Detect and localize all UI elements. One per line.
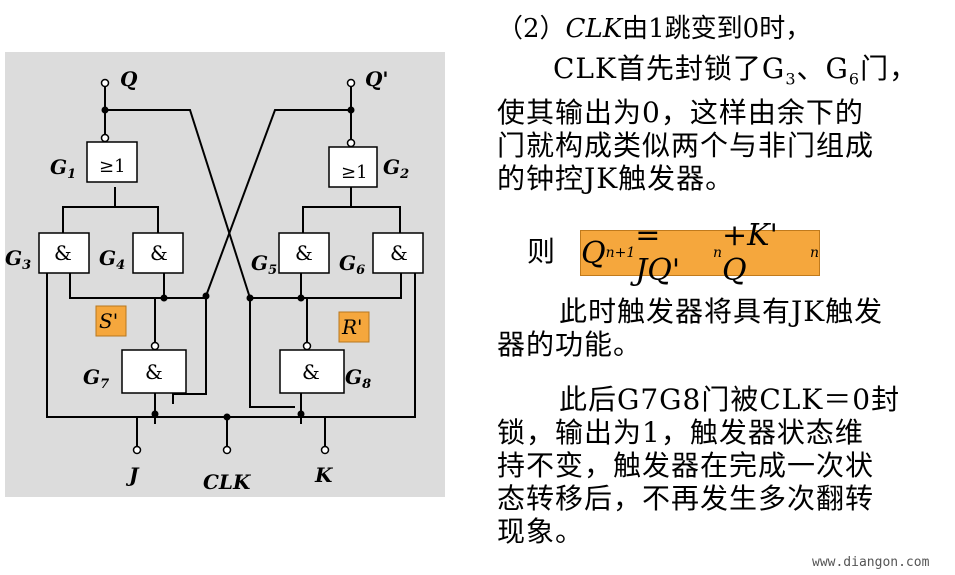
paragraph-2: 此时触发器将具有JK触发 器的功能。 (497, 295, 883, 361)
junction-dot (246, 294, 254, 302)
junction-dot (160, 294, 168, 302)
p1-line1: CLK首先封锁了G3、G6门， (553, 52, 919, 89)
p3-line1: 此后G7G8门被CLK＝0封 (559, 383, 901, 416)
paragraph-1: CLK首先封锁了G3、G6门， 使其输出为0，这样由余下的 门就构成类似两个与非… (497, 52, 918, 195)
gate-g6 (372, 232, 424, 274)
gate-g5 (278, 232, 330, 274)
heading-prefix: （2） (497, 14, 566, 44)
junction-dot (297, 294, 305, 302)
g3-symbol: & (54, 241, 72, 265)
clk-label: CLK (203, 470, 252, 494)
g2-output-bubble (346, 138, 356, 148)
clk-terminal (222, 445, 232, 455)
g8-label: G8 (345, 365, 371, 392)
g1-output-bubble (100, 133, 110, 143)
k-terminal (320, 445, 330, 455)
g8-output-bubble (302, 341, 312, 351)
gate-g3 (38, 232, 90, 274)
heading-var: CLK (565, 14, 623, 44)
s-prime-label: S' (99, 309, 118, 333)
g8-feedback-wire (249, 298, 295, 408)
p1-line2: 使其输出为0，这样由余下的 (497, 95, 864, 129)
qp-terminal (346, 78, 356, 88)
p3-line2: 锁，输出为1，触发器状态维 (497, 416, 864, 449)
g3-feedback-wire (69, 273, 207, 404)
cross-wire-qp (205, 109, 351, 297)
gate-g4 (132, 232, 184, 274)
g7-label: G7 (83, 365, 109, 392)
jk-flipflop-circuit: Q Q' ≥1 ≥1 & & & & & & G1 G2 G3 G4 G5 G6… (5, 52, 445, 497)
j-terminal (132, 445, 142, 455)
heading-rest: 由1跳变到0时， (622, 14, 812, 44)
section-heading: （2）CLK由1跳变到0时， (497, 8, 811, 45)
q-terminal (100, 78, 110, 88)
then-label: 则 (527, 235, 556, 268)
k-label: K (314, 463, 334, 487)
g5-symbol: & (295, 241, 313, 265)
p2-line1: 此时触发器将具有JK触发 (559, 295, 884, 328)
g4-symbol: & (150, 241, 168, 265)
r-prime-label: R' (341, 315, 363, 339)
g2-symbol: ≥1 (341, 162, 368, 183)
watermark: www.diangon.com (812, 555, 930, 570)
g4-label: G4 (99, 246, 125, 273)
g5-label: G5 (251, 251, 277, 278)
gate-g7 (121, 349, 187, 394)
g6-symbol: & (390, 241, 408, 265)
junction-dot (223, 413, 231, 421)
g1-label: G1 (50, 155, 76, 182)
g8-symbol: & (302, 360, 320, 384)
cross-wire-q (105, 109, 251, 299)
junction-dot (202, 292, 210, 300)
paragraph-3: 此后G7G8门被CLK＝0封 锁，输出为1，触发器状态维 持不变，触发器在完成一… (497, 383, 900, 548)
p3-line3: 持不变，触发器在完成一次状 (497, 449, 875, 482)
g7-output-bubble (150, 341, 160, 351)
gate-g1 (86, 141, 138, 183)
r-prime-box (338, 311, 370, 343)
s-prime-box (95, 305, 127, 337)
p1-line3: 门就构成类似两个与非门组成 (497, 128, 875, 162)
g7-symbol: & (145, 360, 163, 384)
junction-dot (101, 106, 109, 114)
junction-dot (297, 410, 305, 418)
p1-line4: 的钟控JK触发器。 (497, 161, 735, 195)
p2-line2: 器的功能。 (497, 328, 643, 361)
p3-line5: 现象。 (497, 515, 585, 548)
g3-label: G3 (5, 246, 31, 273)
junction-dot (347, 106, 355, 114)
g1-symbol: ≥1 (99, 156, 126, 177)
qp-label: Q' (365, 67, 389, 91)
q-label: Q (120, 67, 138, 91)
gate-g8 (279, 349, 345, 394)
g1-input-wires (62, 206, 159, 234)
j-label: J (125, 463, 140, 487)
junction-dot (151, 410, 159, 418)
p3-line4: 态转移后，不再发生多次翻转 (497, 482, 875, 515)
circuit-background (5, 52, 445, 497)
gate-g2 (328, 146, 378, 188)
g6-label: G6 (339, 251, 365, 278)
g2-label: G2 (383, 155, 409, 182)
